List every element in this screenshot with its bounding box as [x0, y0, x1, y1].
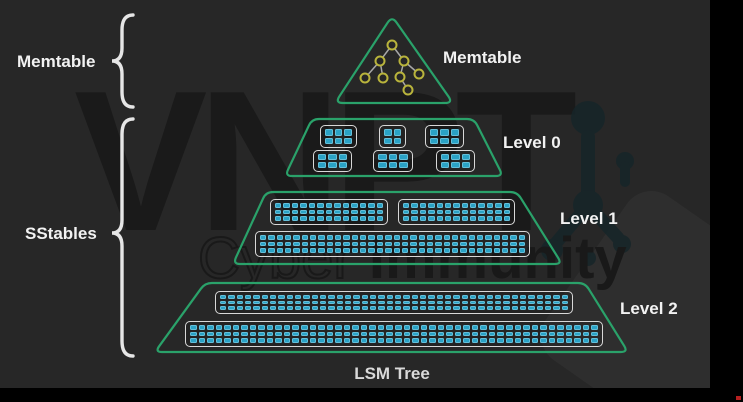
sstables-section-label: SStables — [25, 224, 97, 243]
cyber-watermark-text: Cyber — [197, 226, 354, 291]
slide-canvas: VNPT Cyber Immunity Memtable SStables Me… — [0, 0, 710, 388]
level-2-label: Level 2 — [620, 299, 678, 318]
level-1-label: Level 1 — [560, 209, 618, 228]
red-corner-dot — [736, 396, 741, 400]
level-0-label: Level 0 — [503, 133, 561, 152]
memtable-node-label: Memtable — [443, 48, 522, 67]
right-black-bar — [710, 0, 743, 402]
diagram-title: LSM Tree — [354, 364, 430, 383]
memtable-section-label: Memtable — [17, 52, 96, 71]
cyber-immunity-watermark: Cyber Immunity — [197, 229, 627, 289]
vnpt-tree-logo-icon — [541, 101, 634, 266]
immunity-watermark-text: Immunity — [368, 226, 627, 291]
bottom-black-bar — [0, 388, 743, 402]
